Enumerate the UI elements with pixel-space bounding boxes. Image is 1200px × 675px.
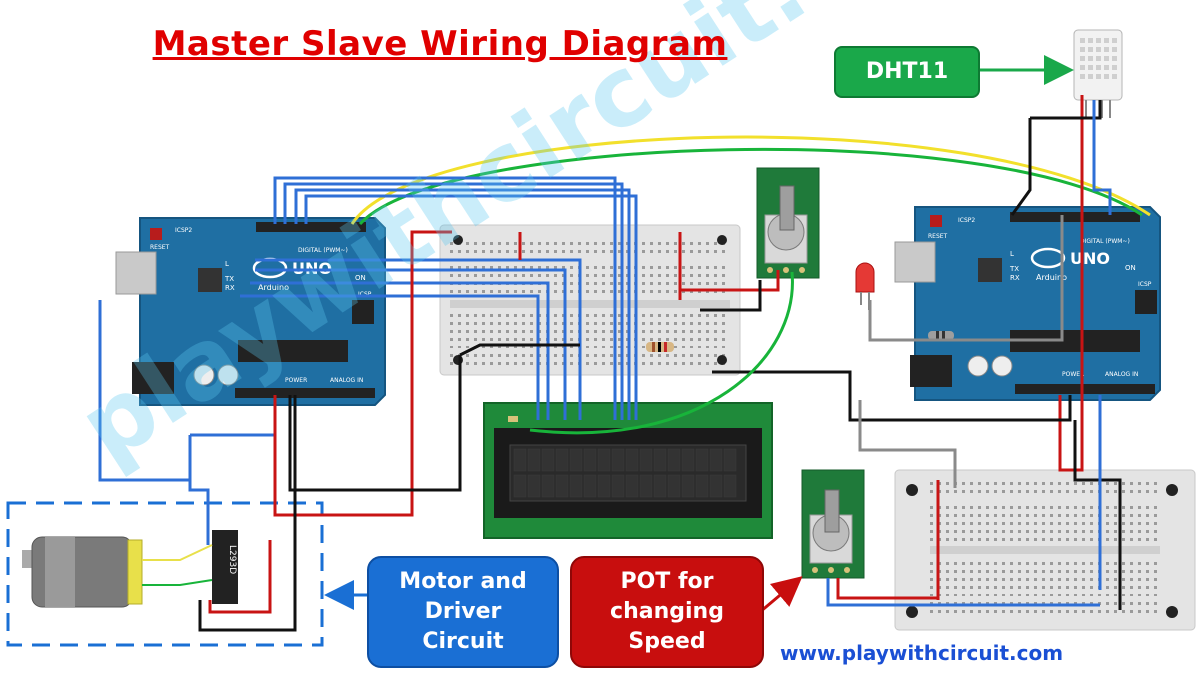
analog-label-slave: ANALOG IN	[1105, 371, 1138, 378]
digital-label-slave: DIGITAL (PWM~)	[1080, 238, 1130, 245]
arduino-master: RESET DIGITAL (PWM~) ANALOG IN POWER ICS…	[115, 217, 386, 406]
motor-callout-line1: Motor and	[399, 569, 527, 594]
on-label-master: ON	[355, 274, 366, 282]
brand-label-master: Arduino	[258, 283, 289, 292]
l-led-label-slave: L	[1010, 250, 1014, 258]
dht11-sensor	[1073, 29, 1123, 118]
dc-motor	[22, 536, 143, 608]
brand-label-slave: Arduino	[1036, 273, 1067, 282]
lcd-display	[483, 402, 773, 539]
reset-label-master: RESET	[150, 244, 170, 251]
reset-button-slave	[930, 215, 942, 227]
pot-callout-line1: POT for	[620, 569, 714, 594]
rx-label-master: RX	[225, 284, 235, 292]
potentiometer-contrast	[756, 167, 820, 279]
reset-label-slave: RESET	[928, 233, 948, 240]
resistor-slave	[928, 331, 954, 340]
on-label-slave: ON	[1125, 264, 1136, 272]
digital-label-master: DIGITAL (PWM~)	[298, 247, 348, 254]
power-label-slave: POWER	[1062, 371, 1084, 378]
reset-button-master	[150, 228, 162, 240]
power-label-master: POWER	[285, 377, 307, 384]
icsp2-label-slave: ICSP2	[958, 217, 975, 224]
icsp-label-slave: ICSP	[1138, 281, 1152, 288]
motor-callout-line3: Circuit	[422, 629, 504, 654]
atmega-chip-slave	[1010, 330, 1140, 352]
l293d-chip: L293D	[212, 530, 238, 604]
website-url[interactable]: www.playwithcircuit.com	[780, 641, 1064, 665]
atmega-chip-master	[238, 340, 348, 362]
power-jack-slave	[910, 355, 952, 387]
pot-callout-line2: changing	[610, 599, 724, 624]
page-title: Master Slave Wiring Diagram	[152, 24, 728, 64]
resistor	[646, 342, 674, 352]
pot-arrow	[759, 576, 803, 614]
analog-label-master: ANALOG IN	[330, 377, 363, 384]
icsp2-label-master: ICSP2	[175, 227, 192, 234]
potentiometer-speed	[801, 469, 865, 579]
breadboard-center	[439, 224, 741, 376]
usb-port-master	[115, 251, 157, 295]
motor-driver-callout: Motor and Driver Circuit	[367, 556, 559, 668]
l-led-label-master: L	[225, 260, 229, 268]
dht11-callout: DHT11	[834, 46, 980, 98]
dht11-callout-label: DHT11	[865, 59, 949, 84]
tx-label-master: TX	[224, 275, 234, 283]
arduino-slave: RESET DIGITAL (PWM~) ANALOG IN POWER ICS…	[894, 206, 1161, 401]
wires	[98, 95, 1151, 632]
usb-port-slave	[894, 241, 936, 283]
tx-label-slave: TX	[1009, 265, 1019, 273]
power-jack-master	[132, 362, 174, 394]
pot-speed-callout: POT for changing Speed	[570, 556, 764, 668]
motor-driver-box	[6, 501, 324, 647]
motor-callout-line2: Driver	[424, 599, 502, 624]
l293d-label: L293D	[227, 545, 237, 574]
uno-logo-slave: UNO	[1070, 249, 1110, 268]
pot-callout-line3: Speed	[628, 629, 706, 654]
rx-label-slave: RX	[1010, 274, 1020, 282]
